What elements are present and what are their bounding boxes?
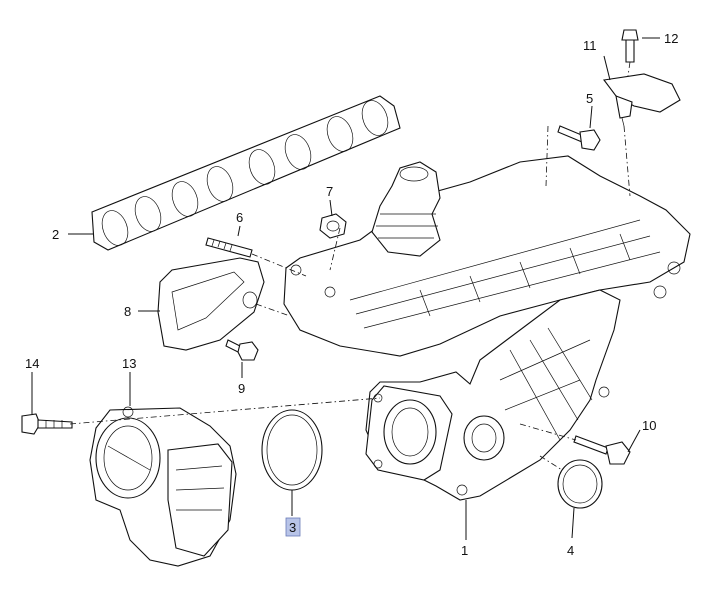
seal-ring-4 (557, 459, 603, 509)
intake-gasket (91, 95, 401, 251)
callouts: 1 2 3 4 5 6 7 8 9 10 11 12 13 14 (25, 31, 678, 558)
nut-7 (319, 213, 347, 239)
throttle-body-13 (89, 406, 237, 567)
seal-ring-3 (261, 409, 323, 491)
callout-1: 1 (461, 543, 468, 558)
stud-6 (205, 237, 253, 258)
callout-7: 7 (326, 184, 333, 199)
callout-13: 13 (122, 356, 136, 371)
callout-3: 3 (289, 520, 296, 535)
intake-manifold (283, 155, 691, 501)
bracket-8 (157, 257, 265, 351)
bolt-14 (21, 413, 73, 435)
callout-9: 9 (238, 381, 245, 396)
bolt-9 (225, 339, 259, 361)
bolt-5 (557, 125, 601, 151)
alignment-lines (69, 61, 631, 471)
sensor-11 (603, 73, 681, 127)
callout-12: 12 (664, 31, 678, 46)
bolt-12 (621, 29, 639, 63)
callout-2: 2 (52, 227, 59, 242)
callout-4: 4 (567, 543, 574, 558)
callout-3-highlight (285, 517, 301, 537)
callout-5: 5 (586, 91, 593, 106)
callout-6: 6 (236, 210, 243, 225)
callout-10: 10 (642, 418, 656, 433)
leader-lines (31, 37, 660, 540)
callout-8: 8 (124, 304, 131, 319)
callout-11: 11 (583, 38, 597, 53)
bolt-10 (573, 435, 631, 465)
callout-14: 14 (25, 356, 39, 371)
